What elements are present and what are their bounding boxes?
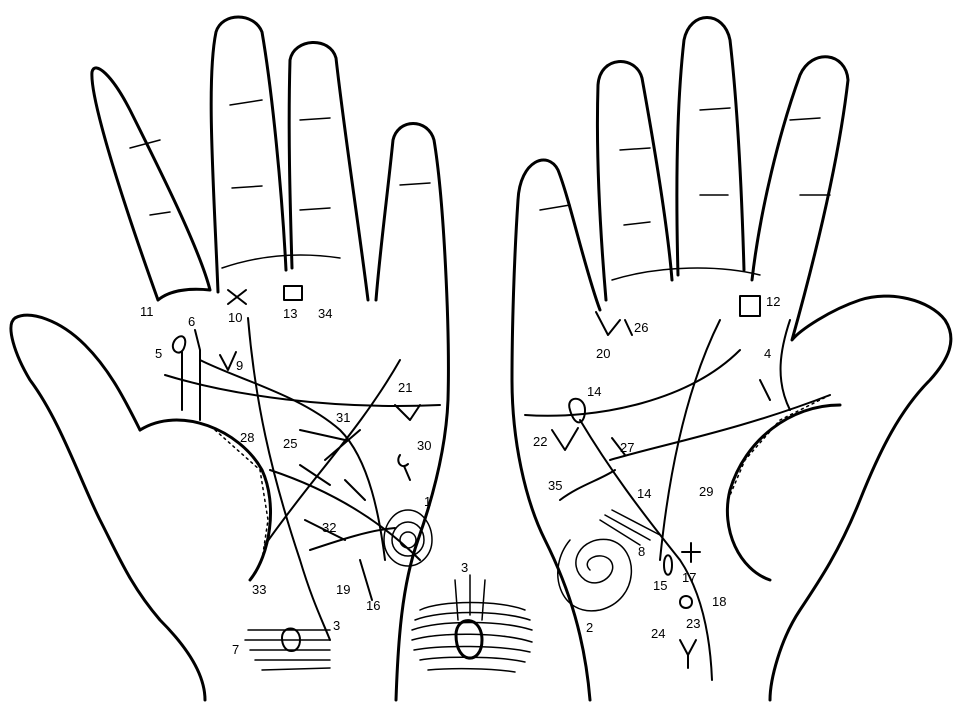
right-label-20: 20 — [596, 346, 610, 361]
left-label-31: 31 — [336, 410, 350, 425]
left-whorl-mark — [384, 510, 432, 566]
right-label-12: 12 — [766, 294, 780, 309]
left-label-5: 5 — [155, 346, 162, 361]
right-fork-mark — [680, 640, 696, 668]
left-square-mark — [284, 286, 302, 300]
right-label-17: 17 — [682, 570, 696, 585]
right-label-4: 4 — [764, 346, 771, 361]
right-oval-mark-23 — [680, 596, 692, 608]
left-label-10: 10 — [228, 310, 242, 325]
right-label-14-top: 14 — [587, 384, 601, 399]
right-square-mark — [740, 296, 760, 316]
left-label-16: 16 — [366, 598, 380, 613]
center-wrist-loop — [456, 621, 482, 659]
left-label-13: 13 — [283, 306, 297, 321]
left-loop-mark — [173, 336, 185, 410]
left-label-33: 33 — [252, 582, 266, 597]
right-hand — [512, 18, 951, 701]
left-label-28: 28 — [240, 430, 254, 445]
right-label-35: 35 — [548, 478, 562, 493]
left-label-7: 7 — [232, 642, 239, 657]
right-heart-line — [525, 350, 740, 416]
left-label-25: 25 — [283, 436, 297, 451]
left-label-6: 6 — [188, 314, 195, 329]
right-loop-mark — [569, 399, 585, 423]
left-label-30: 30 — [417, 438, 431, 453]
right-label-2: 2 — [586, 620, 593, 635]
right-label-22: 22 — [533, 434, 547, 449]
right-label-18: 18 — [712, 594, 726, 609]
left-hand-label-group: 1 3 5 6 7 9 10 11 13 16 19 21 25 28 30 3… — [140, 304, 431, 657]
right-label-24: 24 — [651, 626, 665, 641]
right-hand-label-group: 2 4 8 12 14 14 15 17 18 20 22 23 24 26 2… — [533, 294, 780, 641]
left-label-3: 3 — [333, 618, 340, 633]
right-label-23: 23 — [686, 616, 700, 631]
right-label-29: 29 — [699, 484, 713, 499]
left-label-1: 1 — [424, 494, 431, 509]
right-whorl-mark — [558, 510, 660, 611]
center-wrist-detail — [412, 575, 532, 672]
left-label-21: 21 — [398, 380, 412, 395]
right-label-14-mid: 14 — [637, 486, 651, 501]
right-triangle-mark — [552, 428, 578, 450]
left-cross-lines — [265, 360, 420, 600]
right-life-line — [580, 420, 712, 680]
right-cross-mark — [682, 543, 700, 562]
left-label-34: 34 — [318, 306, 332, 321]
right-fate-line — [660, 320, 720, 560]
right-minor-lines — [560, 312, 790, 500]
right-label-15: 15 — [653, 578, 667, 593]
left-label-11: 11 — [140, 304, 154, 319]
right-label-8: 8 — [638, 544, 645, 559]
left-label-32: 32 — [322, 520, 336, 535]
right-thumb-tick-edge — [728, 395, 830, 500]
right-thumb-fold — [727, 405, 840, 580]
left-thumb-tick-edge — [215, 430, 268, 560]
left-x-mark — [228, 290, 246, 304]
left-triangle-mark — [395, 405, 420, 420]
left-hand — [11, 17, 448, 700]
left-label-19: 19 — [336, 582, 350, 597]
right-oval-mark-15 — [664, 555, 672, 575]
center-wrist-lines — [412, 603, 532, 673]
left-label-9: 9 — [236, 358, 243, 373]
right-label-26: 26 — [634, 320, 648, 335]
left-hand-outline — [11, 17, 448, 700]
right-head-line — [610, 395, 830, 460]
right-label-27: 27 — [620, 440, 634, 455]
center-label-3: 3 — [461, 560, 468, 575]
